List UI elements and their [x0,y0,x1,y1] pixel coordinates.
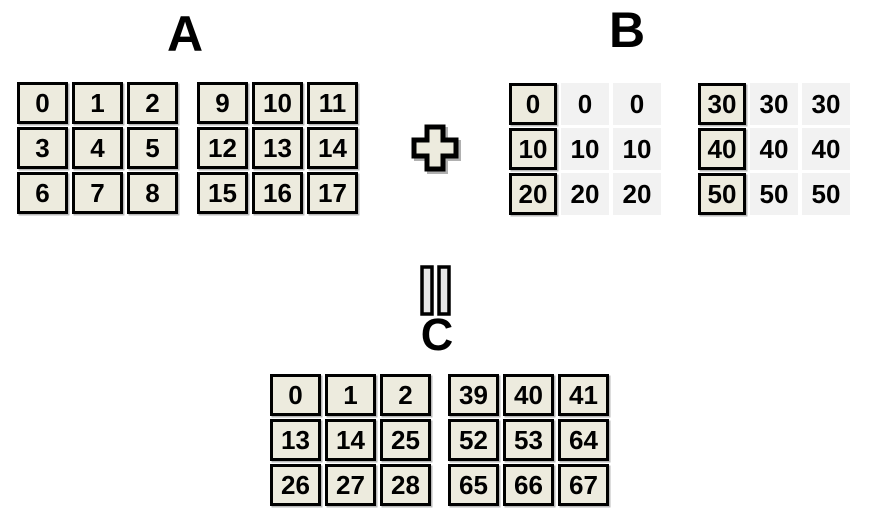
matrix-cell: 4 [72,127,123,169]
matrix-cell: 0 [17,82,68,124]
matrix-cell: 16 [252,172,303,214]
matrix-cell: 20 [613,173,661,215]
matrix-cell: 20 [561,173,609,215]
matrix-cell: 14 [307,127,358,169]
matrix-cell: 9 [197,82,248,124]
matrix-cell: 10 [561,128,609,170]
matrix-cell: 7 [72,172,123,214]
matrix-cell: 0 [509,83,557,125]
equals-icon [420,265,452,322]
matrix-cell: 0 [270,374,321,416]
matrix-cell: 39 [448,374,499,416]
matrix-cell: 25 [380,419,431,461]
matrix-cell: 10 [509,128,557,170]
matrix-cell: 40 [802,128,850,170]
matrix-cell: 65 [448,464,499,506]
matrix-cell: 64 [558,419,609,461]
matrix-cell: 2 [127,82,178,124]
matrix-cell: 2 [380,374,431,416]
matrix-cell: 17 [307,172,358,214]
matrix-cell: 0 [561,83,609,125]
matrix-cell: 40 [503,374,554,416]
matrix-cell: 11 [307,82,358,124]
matrix-cell: 3 [17,127,68,169]
matrix-cell: 0 [613,83,661,125]
matrix-cell: 40 [750,128,798,170]
matrix-cell: 41 [558,374,609,416]
matrix-cell: 28 [380,464,431,506]
matrix-cell: 50 [750,173,798,215]
matrix-cell: 50 [802,173,850,215]
matrix-cell: 26 [270,464,321,506]
matrix-cell: 8 [127,172,178,214]
matrix-cell: 1 [325,374,376,416]
matrix-cell: 40 [698,128,746,170]
tensor-b-label: B [608,2,646,58]
matrix-cell: 10 [252,82,303,124]
matrix-cell: 1 [72,82,123,124]
matrix-cell: 67 [558,464,609,506]
matrix-cell: 10 [613,128,661,170]
matrix-cell: 12 [197,127,248,169]
matrix-cell: 66 [503,464,554,506]
matrix-cell: 53 [503,419,554,461]
matrix-cell: 20 [509,173,557,215]
tensor-c-label: C [420,309,454,360]
matrix-cell: 50 [698,173,746,215]
matrix-cell: 30 [802,83,850,125]
matrix-cell: 13 [270,419,321,461]
matrix-cell: 27 [325,464,376,506]
matrix-cell: 14 [325,419,376,461]
matrix-cell: 15 [197,172,248,214]
matrix-cell: 13 [252,127,303,169]
tensor-a-label: A [166,6,204,62]
matrix-cell: 30 [698,83,746,125]
matrix-cell: 30 [750,83,798,125]
matrix-cell: 52 [448,419,499,461]
matrix-cell: 5 [127,127,178,169]
plus-icon [409,121,463,182]
matrix-cell: 6 [17,172,68,214]
